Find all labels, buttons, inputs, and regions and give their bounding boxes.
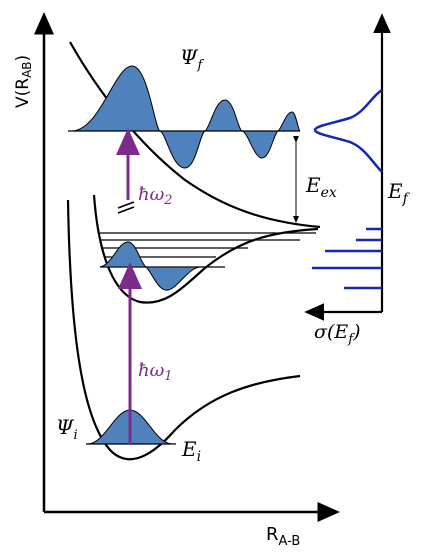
eex-label: Eex <box>305 173 337 201</box>
ei-label: Ei <box>181 437 201 465</box>
axis-break-mark <box>117 201 135 214</box>
final-wavefunction <box>71 65 301 169</box>
bound-state-potential <box>92 194 319 304</box>
y-axis-label: V(RAB) <box>13 55 34 108</box>
x-axis-label: RA-B <box>266 524 300 549</box>
bound-wavefunction <box>99 241 201 291</box>
spectrum-lines <box>312 227 382 290</box>
hw1-label: ħω1 <box>138 360 173 384</box>
spectrum-curve <box>313 88 383 173</box>
ef-label: Ef <box>387 179 411 207</box>
ground-state-potential <box>66 199 301 461</box>
psi-i-label: Ψi <box>56 415 78 443</box>
hw2-label: ħω2 <box>138 184 173 208</box>
sigma-label: σ(Ef) <box>314 321 361 347</box>
repulsive-potential <box>69 41 321 229</box>
psi-f-label: Ψf <box>180 45 205 73</box>
